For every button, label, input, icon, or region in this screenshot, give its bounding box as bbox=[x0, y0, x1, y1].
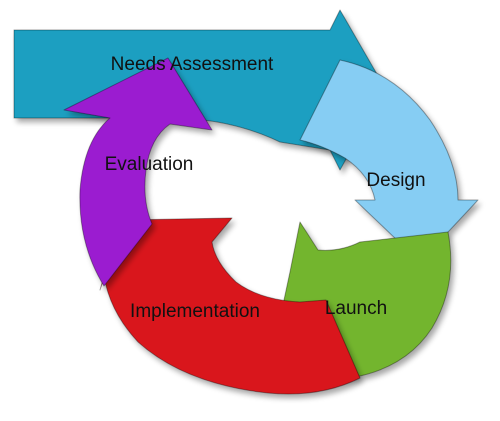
design-arrow bbox=[299, 59, 479, 263]
implementation-arrow bbox=[99, 217, 361, 395]
evaluation-label: Evaluation bbox=[105, 154, 194, 175]
evaluation-arrow bbox=[63, 57, 213, 287]
needs-assessment-label: Needs Assessment bbox=[111, 54, 274, 75]
implementation-label: Implementation bbox=[130, 301, 260, 322]
design-label: Design bbox=[366, 170, 425, 191]
launch-label: Launch bbox=[325, 298, 387, 319]
